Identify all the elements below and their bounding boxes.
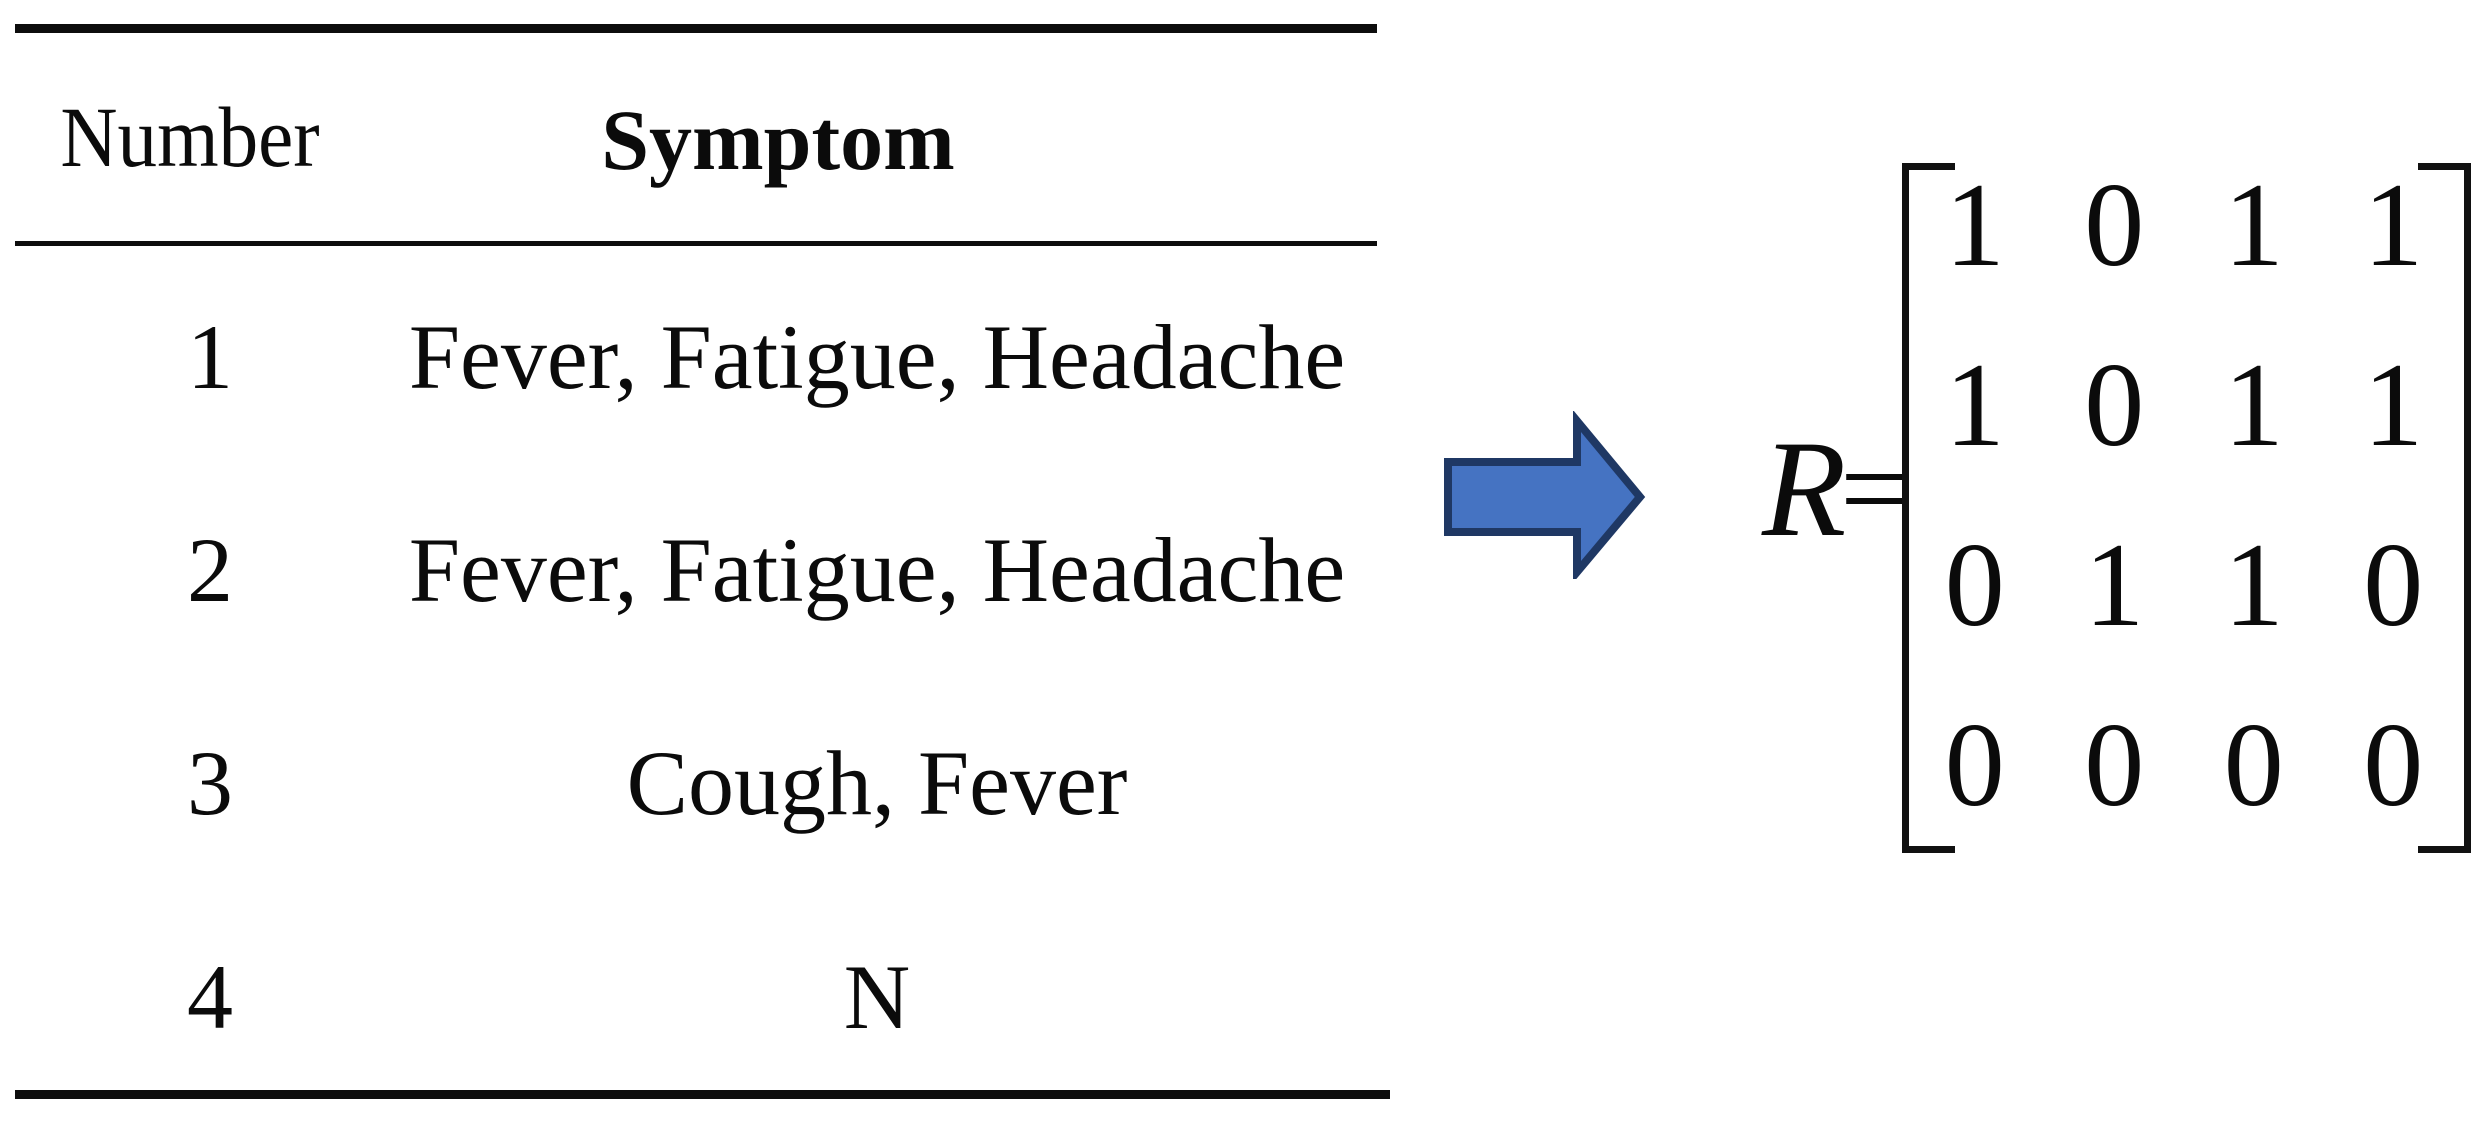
matrix-cell: 0	[1944, 698, 2005, 831]
table-row-3-number: 3	[187, 732, 233, 834]
matrix-left-bracket	[1902, 163, 1955, 853]
matrix-cell: 0	[1944, 518, 2005, 651]
matrix-cell: 0	[2084, 158, 2145, 291]
table-header-rule	[15, 241, 1377, 246]
table-row-4-number: 4	[187, 946, 233, 1048]
matrix-label: R =	[1762, 412, 1908, 565]
table-row-2-number: 2	[187, 519, 233, 621]
right-arrow-icon	[1444, 411, 1646, 579]
table-row-2-symptom: Fever, Fatigue, Headache	[408, 519, 1346, 621]
column-header-number: Number	[60, 89, 320, 185]
matrix-cell: 0	[2084, 698, 2145, 831]
matrix-cell: 0	[2363, 698, 2424, 831]
matrix-cell: 1	[2223, 338, 2284, 471]
matrix-label-r: R	[1762, 412, 1847, 565]
matrix-cell: 0	[2363, 518, 2424, 651]
table-row-1-number: 1	[187, 306, 233, 408]
matrix-cell: 1	[2223, 518, 2284, 651]
table-bottom-rule	[15, 1090, 1390, 1099]
table-row-3-symptom: Cough, Fever	[626, 732, 1128, 834]
matrix-cell: 1	[2363, 338, 2424, 471]
matrix-grid: 1 0 1 1 1 0 1 1 0 1 1 0 0 0 0 0	[1905, 135, 2463, 855]
matrix-cell: 1	[2084, 518, 2145, 651]
matrix-cell: 0	[2084, 338, 2145, 471]
table-row-1-symptom: Fever, Fatigue, Headache	[408, 306, 1346, 408]
matrix-cell: 1	[1944, 338, 2005, 471]
matrix-equals-sign: =	[1840, 422, 1908, 555]
matrix-cell: 0	[2223, 698, 2284, 831]
right-arrow-shape	[1444, 411, 1646, 579]
column-header-symptom: Symptom	[601, 92, 955, 188]
matrix-right-bracket	[2418, 163, 2471, 853]
table-row-4-symptom: N	[843, 946, 911, 1048]
matrix-cell: 1	[2223, 158, 2284, 291]
matrix-cell: 1	[1944, 158, 2005, 291]
table-top-rule	[15, 24, 1377, 33]
matrix-cell: 1	[2363, 158, 2424, 291]
